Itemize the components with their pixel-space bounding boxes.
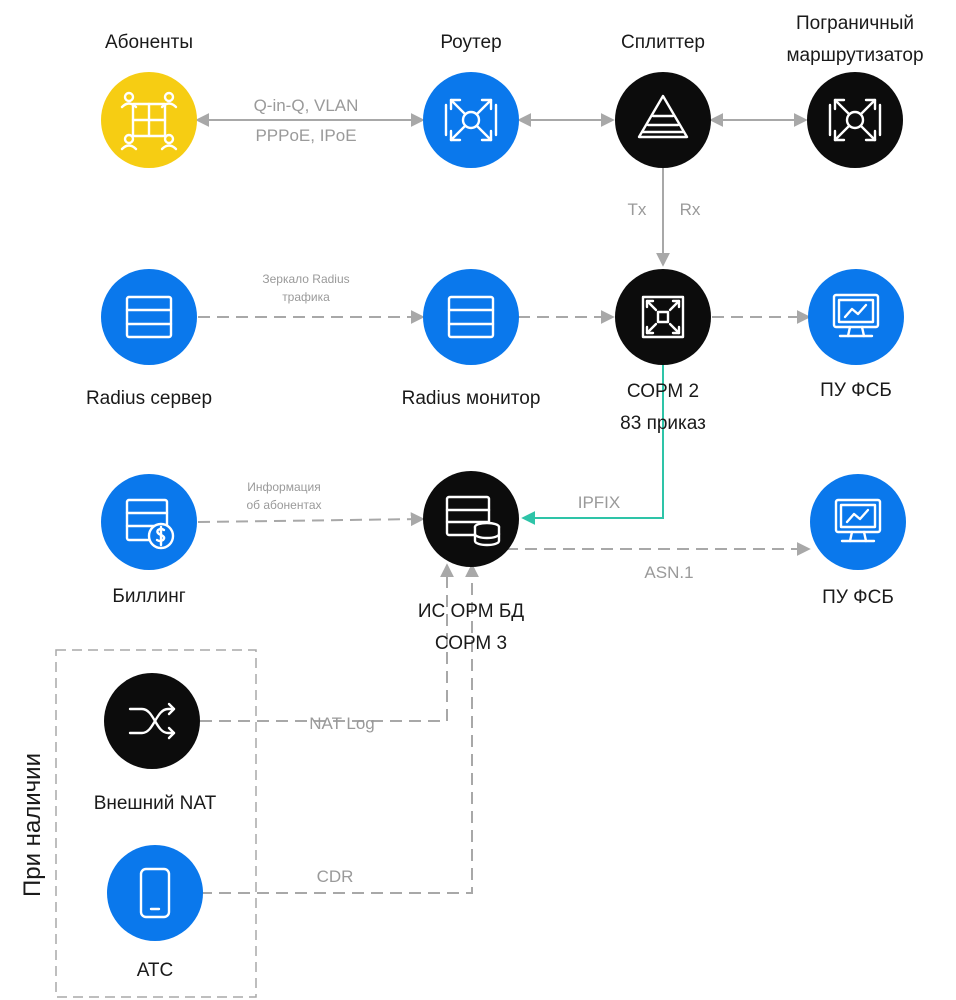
- edge-label-billing-info-2: об абонентах: [246, 498, 321, 512]
- node-label-is-orm-1: ИС ОРМ БД: [418, 601, 524, 622]
- node-sorm2: СОРМ 2 83 приказ: [615, 269, 711, 434]
- node-splitter: Сплиттер: [615, 32, 711, 168]
- node-label-sorm2-2: 83 приказ: [620, 413, 706, 434]
- node-label-is-orm-2: СОРМ 3: [435, 633, 507, 654]
- node-pu-fsb-1: ПУ ФСБ: [808, 269, 904, 401]
- node-label-ats: АТС: [137, 960, 174, 981]
- prism-icon: [637, 94, 689, 139]
- node-label-splitter: Сплиттер: [621, 32, 705, 53]
- edge-label-radius-mirror-1: Зеркало Radius: [262, 272, 349, 286]
- edge-label-ipfix: IPFIX: [578, 493, 621, 512]
- node-label-sorm2-1: СОРМ 2: [627, 381, 699, 402]
- optional-group-label: При наличии: [19, 753, 46, 897]
- edge-label-qinq: Q-in-Q, VLAN: [254, 96, 359, 115]
- edge-label-billing-info-1: Информация: [247, 480, 320, 494]
- optional-group-box: [55, 649, 257, 998]
- node-label-external-nat: Внешний NAT: [94, 793, 217, 814]
- edge-nat-is-orm: [200, 563, 454, 722]
- node-billing: Биллинг: [101, 474, 197, 607]
- billing-server-icon: [125, 498, 175, 550]
- node-label-border-router-2: маршрутизатор: [786, 45, 923, 66]
- node-subscribers: Абоненты: [101, 32, 197, 168]
- node-external-nat: Внешний NAT: [94, 673, 217, 814]
- edge-sorm2-is-orm-ipfix: [521, 364, 664, 525]
- database-server-icon: [445, 495, 501, 547]
- node-label-subscribers: Абоненты: [105, 32, 193, 53]
- node-radius-monitor: Radius монитор: [402, 269, 541, 409]
- subscribers-network-icon: [120, 91, 178, 151]
- edge-ats-is-orm: [200, 563, 479, 894]
- node-label-border-router-1: Пограничный: [796, 13, 914, 34]
- edge-label-nat-log: NAT Log: [309, 714, 375, 733]
- node-router: Роутер: [423, 32, 519, 168]
- node-label-radius-server: Radius сервер: [86, 388, 212, 409]
- monitor-chart-icon: [834, 498, 882, 543]
- edge-label-radius-mirror-2: трафика: [282, 290, 330, 304]
- server-icon: [125, 295, 173, 339]
- edge-label-tx: Tx: [628, 200, 647, 219]
- node-label-router: Роутер: [440, 32, 501, 53]
- node-label-pu-fsb-2: ПУ ФСБ: [822, 587, 894, 608]
- shuffle-icon: [128, 702, 176, 740]
- router-arrows-icon: [828, 98, 882, 142]
- node-is-orm: ИС ОРМ БД СОРМ 3: [418, 471, 524, 654]
- node-label-pu-fsb-1: ПУ ФСБ: [820, 380, 892, 401]
- node-ats: АТС: [107, 845, 203, 981]
- node-border-router: Пограничный маршрутизатор: [786, 13, 924, 168]
- edge-billing-is-orm: [197, 512, 425, 527]
- edge-label-pppoe: PPPoE, IPoE: [255, 126, 356, 145]
- node-label-billing: Биллинг: [112, 586, 185, 607]
- node-radius-server: Radius сервер: [86, 269, 212, 409]
- node-label-radius-monitor: Radius монитор: [402, 388, 541, 409]
- sorm-device-icon: [641, 295, 685, 339]
- edge-label-cdr: CDR: [317, 867, 354, 886]
- node-pu-fsb-2: ПУ ФСБ: [810, 474, 906, 608]
- router-arrows-icon: [444, 98, 498, 142]
- edge-label-asn1: ASN.1: [644, 563, 693, 582]
- monitor-chart-icon: [832, 293, 880, 338]
- server-icon: [447, 295, 495, 339]
- phone-icon: [139, 867, 171, 919]
- edge-label-rx: Rx: [680, 200, 701, 219]
